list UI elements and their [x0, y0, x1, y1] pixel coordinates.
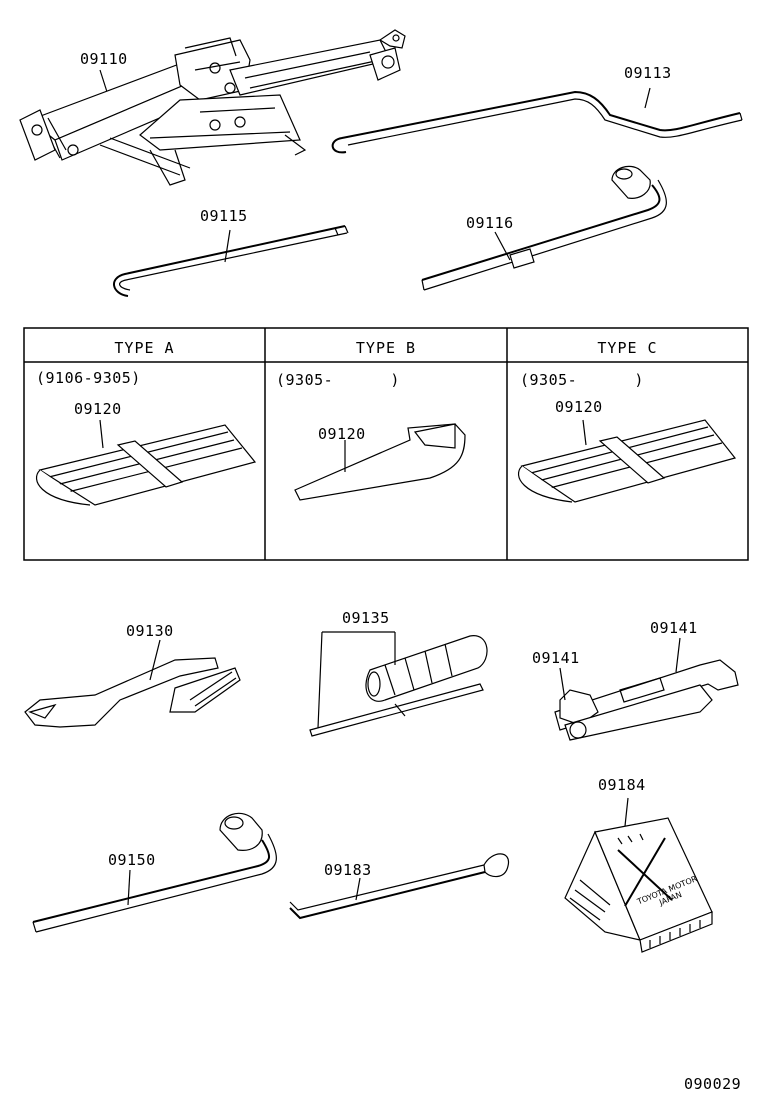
wheel-wrench-bottom-drawing [32, 812, 277, 933]
part-number-09120-type-c: 09120 [555, 398, 603, 416]
type-b-header: TYPE B [355, 339, 417, 357]
part-number-09110: 09110 [80, 50, 128, 68]
figure-id: 090029 [684, 1075, 742, 1093]
type-b-range: (9305- ) [276, 371, 400, 389]
wheel-chock-drawing [564, 797, 713, 953]
jack-handle-drawing [331, 87, 743, 154]
part-number-09135: 09135 [342, 609, 390, 627]
part-number-09141-upper: 09141 [650, 619, 698, 637]
part-number-09141-left: 09141 [532, 649, 580, 667]
hook-rod-drawing [289, 853, 510, 920]
pliers-drawing [24, 639, 241, 728]
type-c-range: (9305- ) [520, 371, 644, 389]
part-number-09184: 09184 [598, 776, 646, 794]
screwdriver-drawing [309, 631, 488, 737]
tool-bag-b-drawing [294, 423, 466, 501]
type-c-header: TYPE C [597, 339, 658, 357]
wheel-wrench-top-drawing [421, 165, 667, 291]
part-number-09130: 09130 [126, 622, 174, 640]
tool-bag-c-drawing [517, 419, 737, 503]
handle-rod-drawing [113, 225, 349, 297]
scissor-jack-drawing [19, 29, 406, 186]
type-a-range: (9106-9305) [36, 369, 141, 387]
wrenches-drawing [554, 637, 739, 741]
part-number-09115: 09115 [200, 207, 248, 225]
part-number-09150: 09150 [108, 851, 156, 869]
type-table-frame [23, 327, 749, 561]
part-number-09183: 09183 [324, 861, 372, 879]
part-number-09113: 09113 [624, 64, 672, 82]
part-number-09120-type-b: 09120 [318, 425, 366, 443]
tool-bag-a-drawing [35, 419, 257, 506]
part-number-09116: 09116 [466, 214, 514, 232]
part-number-09120-type-a: 09120 [74, 400, 122, 418]
type-a-header: TYPE A [114, 339, 175, 357]
